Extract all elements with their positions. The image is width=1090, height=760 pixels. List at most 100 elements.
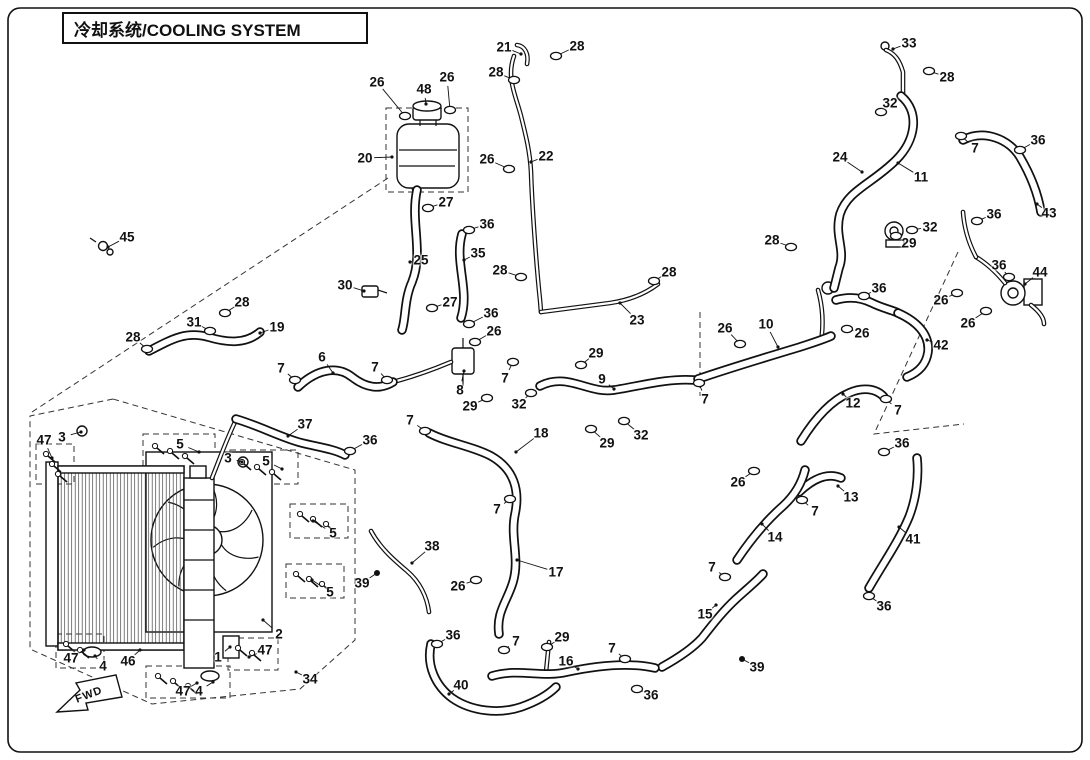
temp-sensor: [361, 285, 388, 298]
leader-dot: [197, 450, 201, 454]
hose-41: [866, 455, 921, 591]
clamp-glyph: [574, 360, 588, 370]
clamp-glyph: [905, 225, 919, 235]
clamp-glyph: [747, 466, 761, 476]
leader-dot: [891, 47, 895, 51]
leader-dot: [79, 430, 83, 434]
hoses: [144, 91, 1046, 716]
hose-12: [798, 386, 887, 444]
leader-dot: [514, 450, 518, 454]
leader-dot: [896, 161, 900, 165]
leader-line: [287, 428, 298, 437]
title-box: 冷却系统/COOLING SYSTEM: [62, 12, 368, 44]
clamp-glyph: [343, 446, 357, 456]
clamp-glyph: [874, 107, 888, 117]
leader-line: [619, 302, 631, 314]
leader-dot: [138, 648, 142, 652]
leader-line: [847, 161, 863, 173]
leader-line: [312, 520, 326, 529]
leader-dot: [408, 260, 412, 264]
leader-dot: [228, 645, 232, 649]
clamp-glyph: [857, 291, 871, 301]
clamp-glyph: [140, 344, 154, 354]
leader-dot: [93, 654, 97, 658]
hose-25: [399, 187, 421, 333]
clamp-glyph: [480, 393, 494, 403]
leader-line: [353, 287, 365, 292]
clamp-glyph: [879, 394, 893, 404]
leader-dot: [897, 525, 901, 529]
leader-line: [1024, 277, 1034, 285]
clamp-glyph: [503, 494, 517, 504]
leader-dot: [211, 680, 215, 684]
leader-dot: [447, 692, 451, 696]
clamp-glyph: [507, 75, 521, 85]
leader-dot: [836, 484, 840, 488]
leader-dot: [1035, 202, 1039, 206]
clamp-glyph: [1002, 272, 1016, 282]
leader-dot: [50, 456, 54, 460]
clamp-glyph: [784, 242, 798, 252]
leader-line: [262, 619, 273, 629]
leader-dot: [258, 331, 262, 335]
leader-dot: [841, 392, 845, 396]
clamp-glyph: [950, 288, 964, 298]
hose-outlet: [833, 294, 901, 316]
clamp-glyph: [506, 357, 520, 367]
hose-18-17: [426, 430, 520, 637]
filler-neck: [189, 465, 207, 479]
leader-dot: [390, 155, 394, 159]
clamp-glyph: [421, 203, 435, 213]
hose-41: [864, 453, 923, 593]
clamp-glyph: [1013, 145, 1027, 155]
leader-dot: [280, 467, 284, 471]
leader-line: [897, 162, 914, 173]
leader-dot: [612, 387, 616, 391]
bolt-glyph: [739, 656, 745, 662]
clamp-glyph: [618, 654, 632, 664]
hose-35: [456, 231, 467, 321]
leader-dot: [424, 102, 428, 106]
leader-line: [515, 438, 535, 453]
leader-line: [516, 559, 548, 570]
leader-dot: [462, 258, 466, 262]
leader-dot: [529, 160, 533, 164]
clamp-glyph: [514, 272, 528, 282]
clamp-glyph: [218, 308, 232, 318]
leader-dot: [576, 667, 580, 671]
annotation-layer: [47, 45, 1043, 696]
leader-dot: [776, 345, 780, 349]
leader-dot: [106, 245, 110, 249]
leader-dot: [311, 519, 315, 523]
leader-dot: [410, 561, 414, 565]
clamp-glyph: [468, 337, 482, 347]
hose-19: [146, 329, 263, 354]
clamp-glyph: [203, 326, 217, 336]
leader-dot: [462, 369, 466, 373]
water-pump: [1000, 278, 1043, 306]
leader-dot: [714, 603, 718, 607]
clamp-glyph: [617, 416, 631, 426]
leader-line: [188, 447, 200, 453]
metal-pipes: [209, 42, 1047, 675]
clamp-glyph: [540, 642, 554, 652]
hose-11-24: [831, 93, 917, 291]
leader-dot: [261, 618, 265, 622]
clamp-glyph: [647, 276, 661, 286]
leader-line: [311, 579, 323, 588]
leader-line: [461, 370, 465, 382]
clamp-glyph: [877, 447, 891, 457]
leader-dot: [294, 670, 298, 674]
pipe-16: [489, 662, 658, 679]
leader-dot: [515, 558, 519, 562]
rubber-mount: [200, 670, 220, 682]
clamp-glyph: [425, 303, 439, 313]
leader-line: [411, 551, 426, 564]
leader-dot: [310, 578, 314, 582]
leader-dot: [1023, 282, 1027, 286]
hose-40: [426, 641, 559, 714]
fwd-arrow: [55, 674, 123, 713]
clamp-glyph: [524, 388, 538, 398]
expansion-tank: [396, 100, 460, 197]
